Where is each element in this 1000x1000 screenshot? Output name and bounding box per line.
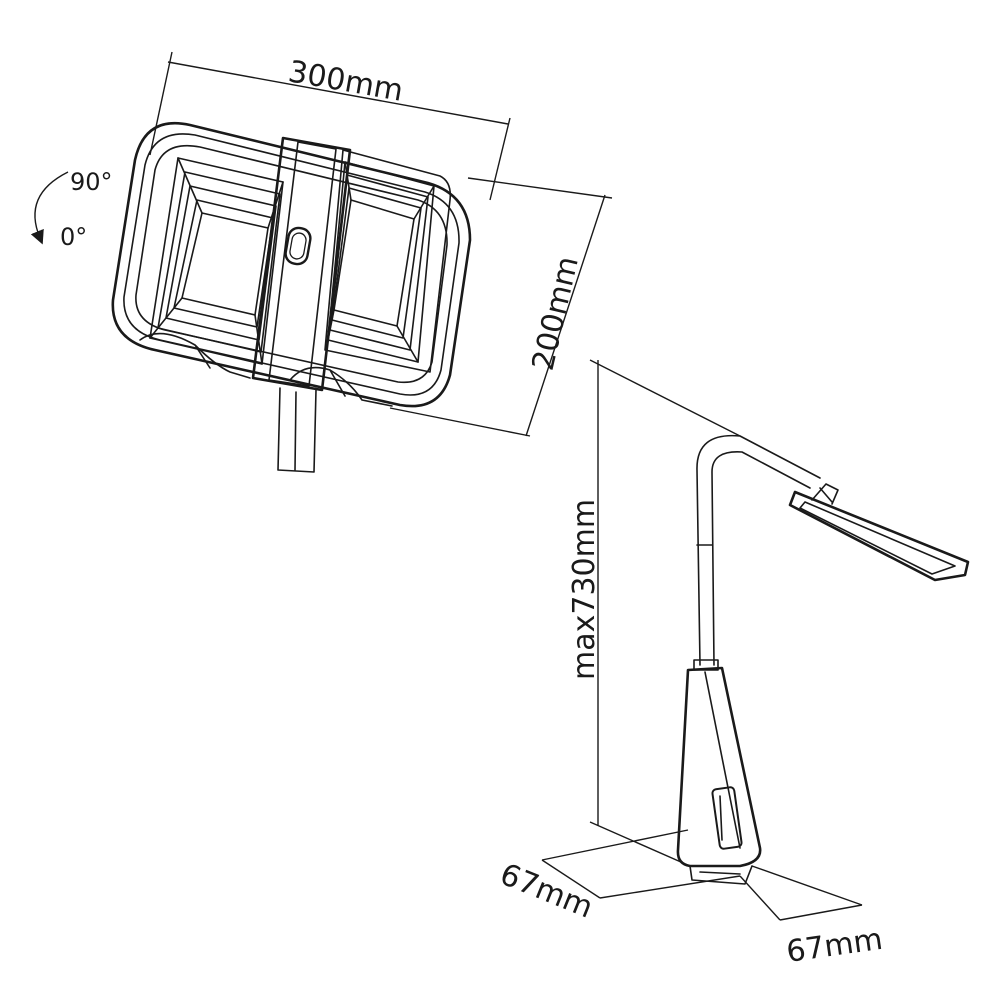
dimension-max-height: max730mm xyxy=(567,359,741,867)
right-clip xyxy=(289,366,393,407)
rotation-indicator: 90° 0° xyxy=(30,168,113,251)
base-switch[interactable] xyxy=(711,786,743,850)
dimension-base-depth: 67mm xyxy=(495,829,741,926)
max-height-label: max730mm xyxy=(567,499,602,680)
dimension-base-width: 67mm xyxy=(739,865,885,970)
lamp-head-front-view xyxy=(111,121,472,473)
head-side-panel xyxy=(788,490,970,582)
rotation-angle-top: 90° xyxy=(70,168,113,196)
head-outer-shell xyxy=(111,121,472,408)
base-column xyxy=(676,666,762,868)
width-label: 300mm xyxy=(286,54,406,109)
head-stem xyxy=(277,387,317,473)
power-button[interactable] xyxy=(284,226,312,266)
base-width-label: 67mm xyxy=(784,922,885,970)
left-clip xyxy=(139,332,251,379)
base-depth-label: 67mm xyxy=(495,857,598,926)
rotation-angle-bottom: 0° xyxy=(60,223,87,251)
lamp-side-view xyxy=(676,434,970,885)
gooseneck-arm xyxy=(696,434,821,666)
clamp-foot xyxy=(689,865,753,885)
height-label: 200mm xyxy=(526,253,586,374)
head-center-spine xyxy=(251,136,352,392)
